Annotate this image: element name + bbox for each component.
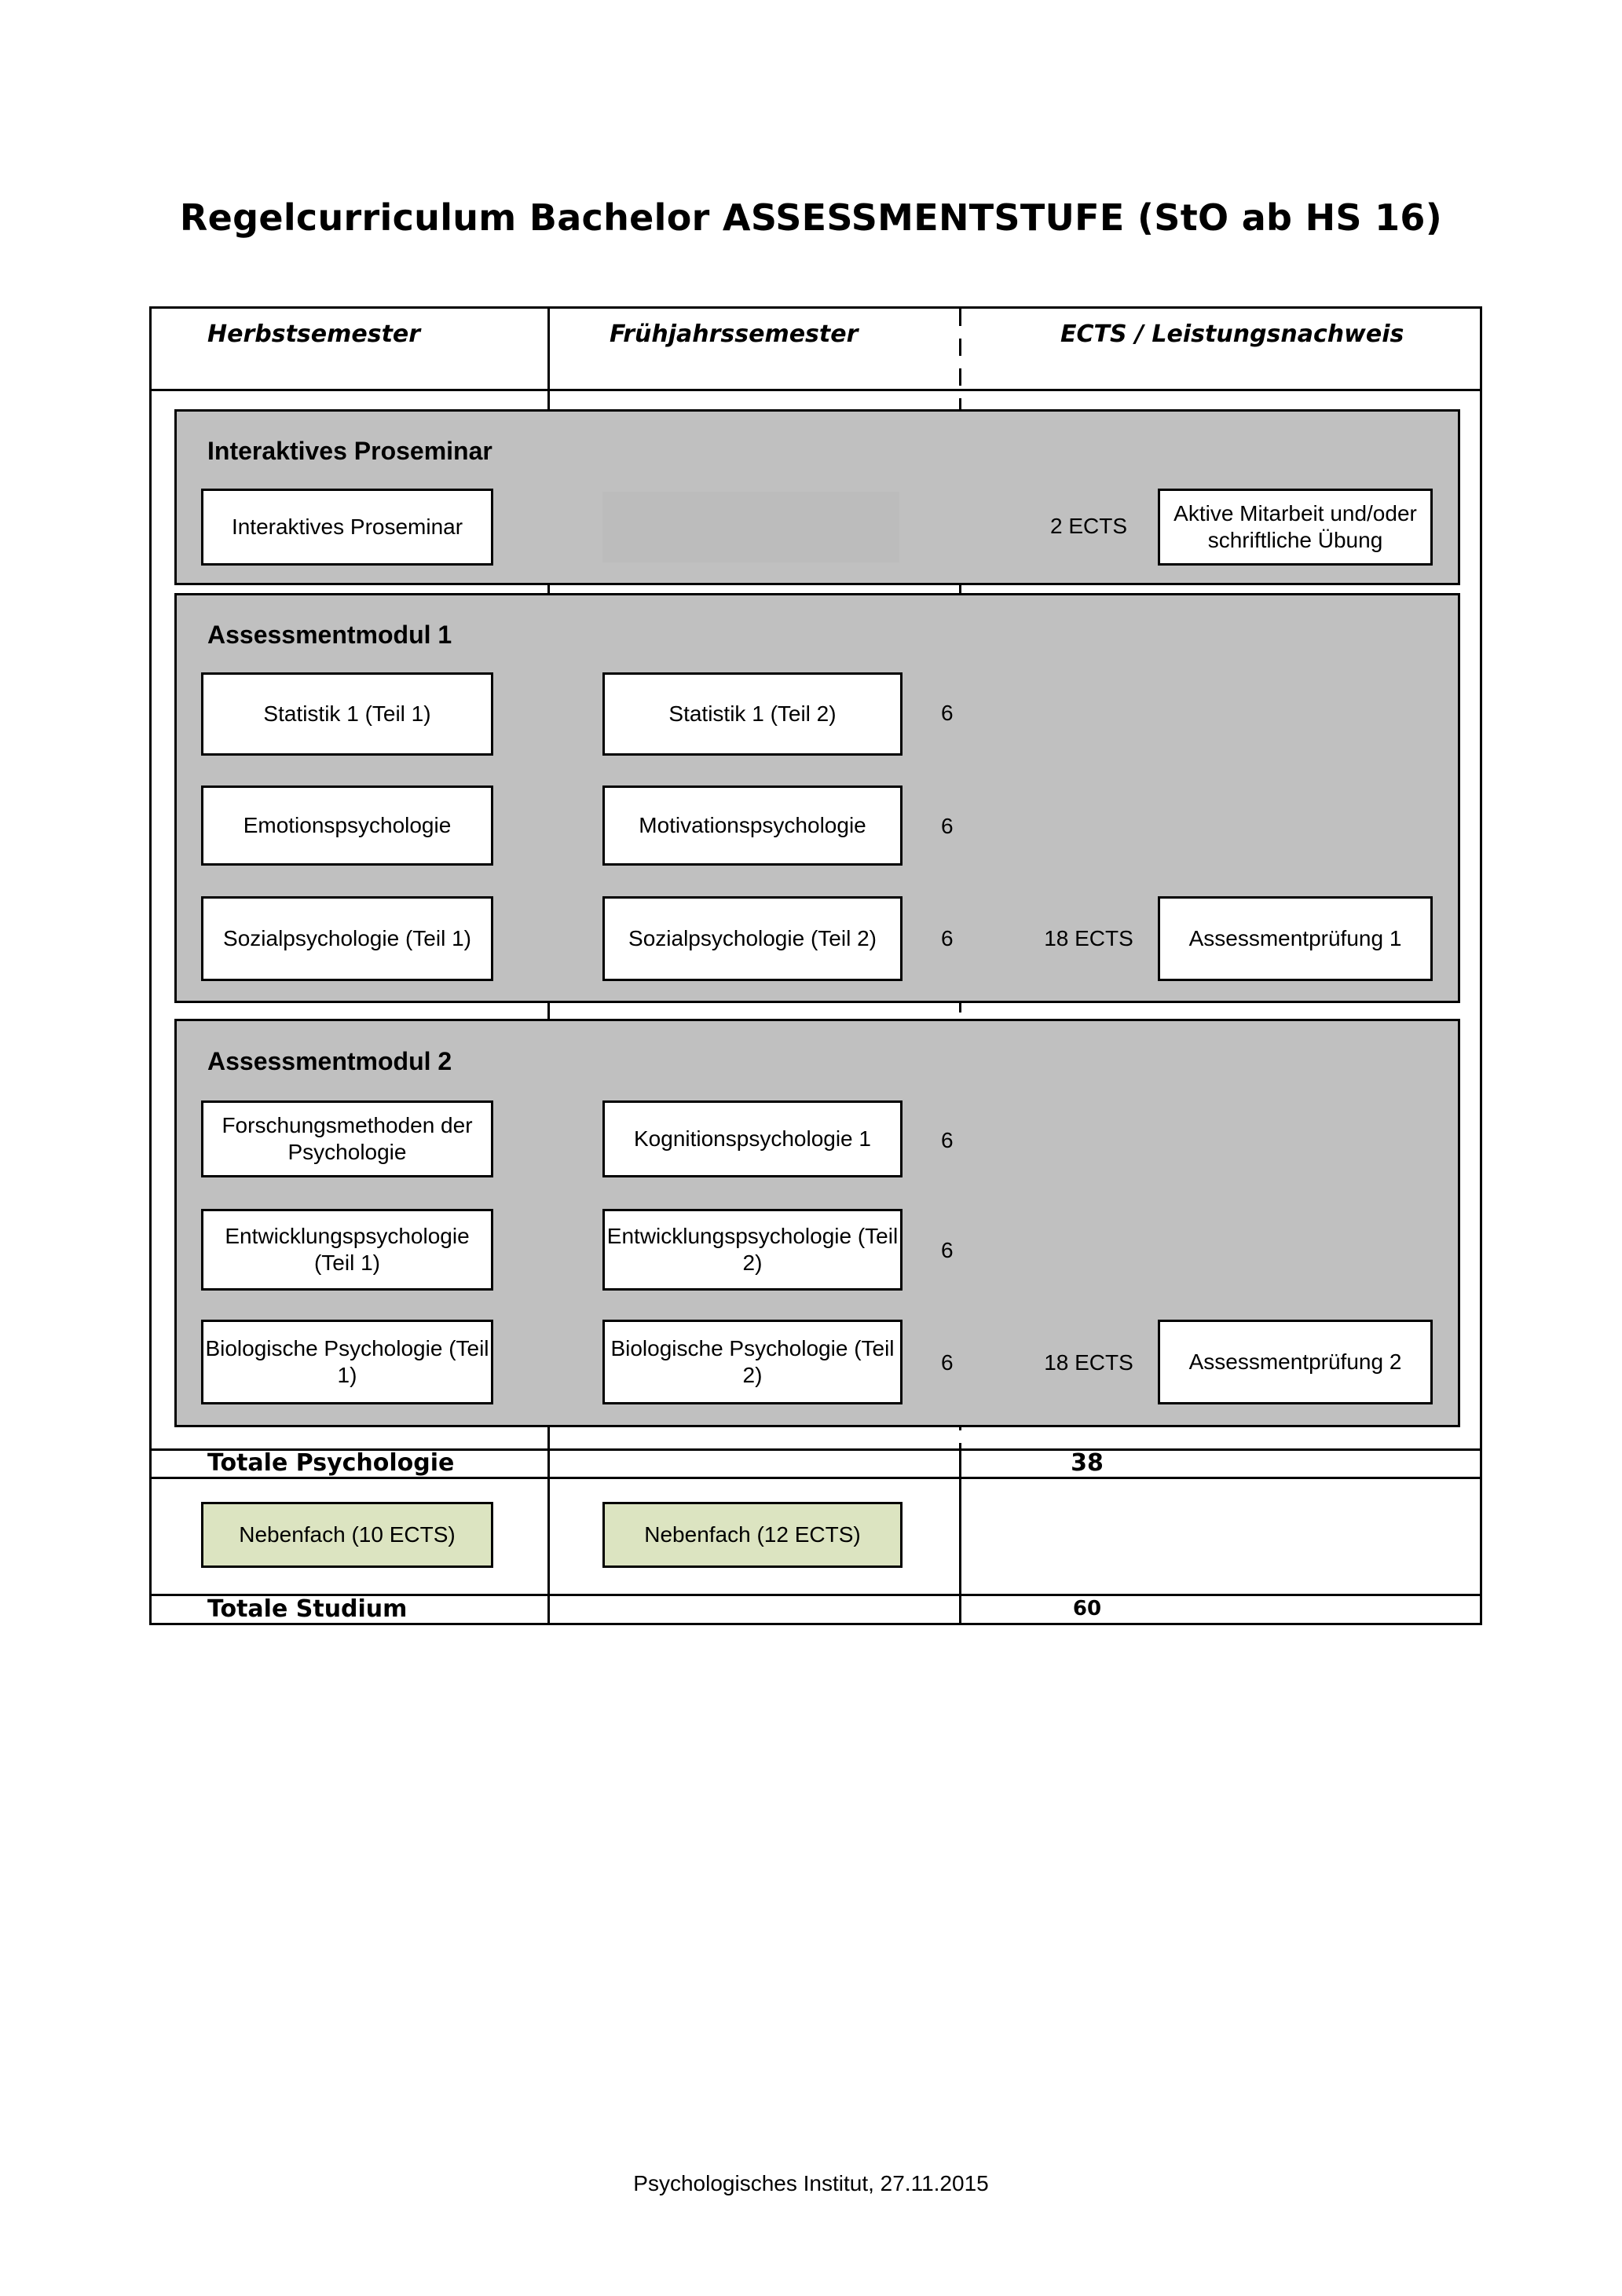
ects-am2-2: 6 bbox=[941, 1238, 954, 1262]
header-fruehjahrssemester: Frühjahrssemester bbox=[610, 320, 859, 348]
course-am1-hs-3: Sozialpsychologie (Teil 1) bbox=[201, 896, 493, 981]
header-herbstsemester: Herbstsemester bbox=[207, 320, 421, 348]
module-title-am2: Assessmentmodul 2 bbox=[207, 1047, 452, 1075]
ects-am2-1: 6 bbox=[941, 1128, 954, 1152]
ects-total-am2: 18 ECTS bbox=[1044, 1350, 1133, 1375]
course-am1-hs-1: Statistik 1 (Teil 1) bbox=[201, 672, 493, 756]
course-am1-hs-2: Emotionspsychologie bbox=[201, 785, 493, 866]
ects-am1-2: 6 bbox=[941, 814, 954, 838]
curriculum-table bbox=[149, 306, 1482, 1625]
course-am1-fs-1: Statistik 1 (Teil 2) bbox=[602, 672, 903, 756]
module-title-proseminar: Interaktives Proseminar bbox=[207, 437, 492, 465]
course-am1-fs-3: Sozialpsychologie (Teil 2) bbox=[602, 896, 903, 981]
footer-institute-date: Psychologisches Institut, 27.11.2015 bbox=[633, 2171, 989, 2195]
divider-totals-psych-top bbox=[149, 1448, 1482, 1451]
ects-am1-1: 6 bbox=[941, 701, 954, 725]
total-psychology-label: Totale Psychologie bbox=[207, 1449, 455, 1477]
total-study-label: Totale Studium bbox=[207, 1595, 408, 1623]
course-am1-fs-2: Motivationspsychologie bbox=[602, 785, 903, 866]
course-interaktives-proseminar: Interaktives Proseminar bbox=[201, 489, 493, 566]
total-study-value: 60 bbox=[1072, 1597, 1102, 1620]
assessment-am2: Assessmentprüfung 2 bbox=[1158, 1320, 1433, 1404]
total-psychology-value: 38 bbox=[1071, 1449, 1104, 1477]
course-am2-hs-3: Biologische Psychologie (Teil 1) bbox=[201, 1320, 493, 1404]
module-title-am1: Assessmentmodul 1 bbox=[207, 621, 452, 649]
course-am2-fs-2: Entwicklungspsychologie (Teil 2) bbox=[602, 1209, 903, 1291]
course-am2-fs-1: Kognitionspsychologie 1 bbox=[602, 1100, 903, 1177]
ects-total-am1: 18 ECTS bbox=[1044, 926, 1133, 950]
assessment-proseminar: Aktive Mitarbeit und/oder schriftliche Ü… bbox=[1158, 489, 1433, 566]
divider-totals-study-top bbox=[149, 1594, 1482, 1596]
column-divider-2-lower bbox=[959, 1448, 961, 1625]
page-title: Regelcurriculum Bachelor ASSESSMENTSTUFE… bbox=[179, 196, 1443, 239]
course-am2-hs-1: Forschungsmethoden der Psychologie bbox=[201, 1100, 493, 1177]
ects-proseminar: 2 ECTS bbox=[1049, 514, 1128, 538]
assessment-am1: Assessmentprüfung 1 bbox=[1158, 896, 1433, 981]
minor-fs: Nebenfach (12 ECTS) bbox=[602, 1502, 903, 1568]
ects-am2-3: 6 bbox=[941, 1350, 954, 1375]
course-am2-hs-2: Entwicklungspsychologie (Teil 1) bbox=[201, 1209, 493, 1291]
empty-slot bbox=[602, 492, 899, 562]
header-ects-leistungsnachweis: ECTS / Leistungsnachweis bbox=[1060, 320, 1404, 348]
header-divider bbox=[149, 389, 1482, 391]
divider-totals-psych-bottom bbox=[149, 1477, 1482, 1479]
course-am2-fs-3: Biologische Psychologie (Teil 2) bbox=[602, 1320, 903, 1404]
ects-am1-3: 6 bbox=[941, 926, 954, 950]
minor-hs: Nebenfach (10 ECTS) bbox=[201, 1502, 493, 1568]
